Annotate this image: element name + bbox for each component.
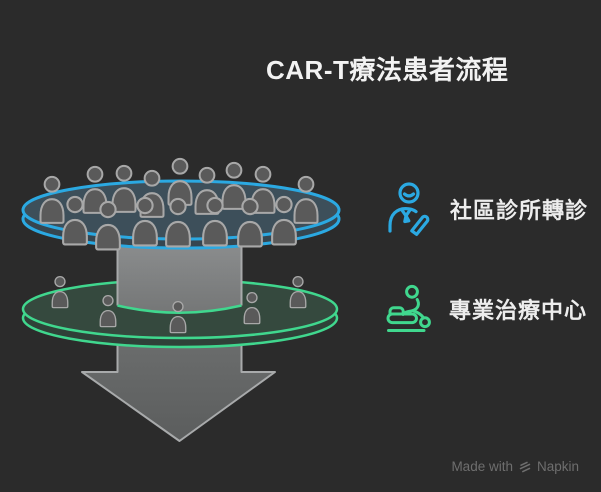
doctor-referral-icon	[388, 182, 430, 236]
watermark-prefix: Made with	[451, 459, 513, 474]
therapy-massage-icon	[386, 284, 431, 332]
diagram-title: CAR-T療法患者流程	[266, 55, 509, 85]
legend-item-treatment: 專業治療中心	[384, 284, 587, 334]
legend-label-referral: 社區診所轉診	[450, 197, 589, 223]
napkin-watermark: Made with Napkin	[451, 459, 579, 474]
disc-intersection-arc	[117, 304, 242, 314]
top-disc-people	[39, 157, 319, 251]
napkin-logo-icon	[519, 461, 531, 472]
watermark-brand: Napkin	[536, 459, 579, 474]
legend-item-referral: 社區診所轉診	[383, 181, 588, 236]
legend-label-treatment: 專業治療中心	[449, 298, 588, 323]
